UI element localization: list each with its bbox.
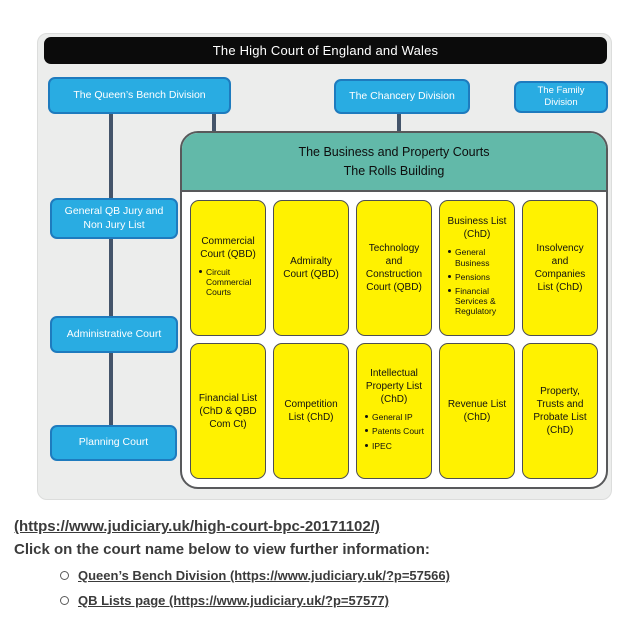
card-bullet-list: General IP Patents Court IPEC [361, 412, 427, 455]
queens-bench-division-label: The Queen’s Bench Division [73, 88, 206, 101]
bpc-title-line1: The Business and Property Courts [298, 145, 490, 160]
card-title: Financial List (ChD & QBD Com Ct) [198, 392, 258, 430]
list-item: Queen’s Bench Division (https://www.judi… [60, 568, 614, 583]
card-title: Competition List (ChD) [284, 399, 338, 423]
card-title: Revenue List (ChD) [447, 399, 507, 423]
competition-list-card: Competition List (ChD) [273, 343, 349, 479]
instruction-text: Click on the court name below to view fu… [14, 541, 430, 558]
intellectual-property-list-card: Intellectual Property List (ChD) General… [356, 343, 432, 479]
qb-lists-page-link[interactable]: QB Lists page (https://www.judiciary.uk/… [78, 593, 389, 608]
circle-bullet-icon [60, 596, 69, 605]
family-division-label: The Family Division [537, 84, 585, 108]
revenue-list-card: Revenue List (ChD) [439, 343, 515, 479]
card-bullet: Pensions [447, 272, 510, 282]
commercial-court-card: Commercial Court (QBD) Circuit Commercia… [190, 200, 266, 336]
card-title: Admiralty Court (QBD) [283, 256, 339, 280]
connector-line [212, 112, 216, 134]
business-list-card: Business List (ChD) General Business Pen… [439, 200, 515, 336]
footer: (https://www.judiciary.uk/high-court-bpc… [14, 518, 614, 618]
connector-line [109, 112, 113, 200]
queens-bench-division-box: The Queen’s Bench Division [48, 77, 231, 114]
connector-line [397, 112, 401, 134]
card-bullet: General IP [364, 412, 427, 422]
list-item: QB Lists page (https://www.judiciary.uk/… [60, 593, 614, 608]
card-bullet: IPEC [364, 441, 427, 451]
card-bullet: Financial Services & Regulatory [447, 286, 510, 317]
card-title: Technology and Construction Court (QBD) [365, 243, 423, 293]
queens-bench-division-link[interactable]: Queen’s Bench Division (https://www.judi… [78, 568, 450, 583]
planning-court-label: Planning Court [78, 436, 149, 449]
card-title: Business List (ChD) [447, 216, 507, 241]
property-trusts-probate-list-card: Property, Trusts and Probate List (ChD) [522, 343, 598, 479]
diagram-title-bar: The High Court of England and Wales [44, 37, 607, 64]
admiralty-court-card: Admiralty Court (QBD) [273, 200, 349, 336]
card-bullet: Patents Court [364, 426, 427, 436]
administrative-court-label: Administrative Court [66, 327, 162, 340]
bpc-header: The Business and Property Courts The Rol… [182, 133, 606, 192]
bpc-court-grid: Commercial Court (QBD) Circuit Commercia… [182, 192, 606, 487]
technology-construction-court-card: Technology and Construction Court (QBD) [356, 200, 432, 336]
card-title: Intellectual Property List (ChD) [365, 368, 423, 406]
card-bullet-list: Circuit Commercial Courts [195, 267, 261, 302]
card-bullet: General Business [447, 247, 510, 268]
administrative-court-box: Administrative Court [50, 316, 178, 353]
card-bullet: Circuit Commercial Courts [198, 267, 261, 298]
card-bullet-list: General Business Pensions Financial Serv… [444, 247, 510, 320]
general-qb-jury-list-label: General QB Jury and Non Jury List [64, 204, 164, 231]
connector-line [109, 237, 113, 318]
card-title: Property, Trusts and Probate List (ChD) [533, 386, 587, 436]
connector-line [109, 351, 113, 427]
insolvency-companies-list-card: Insolvency and Companies List (ChD) [522, 200, 598, 336]
family-division-box: The Family Division [514, 81, 608, 113]
financial-list-card: Financial List (ChD & QBD Com Ct) [190, 343, 266, 479]
business-and-property-courts-container: The Business and Property Courts The Rol… [180, 131, 608, 489]
chancery-division-box: The Chancery Division [334, 79, 470, 114]
planning-court-box: Planning Court [50, 425, 177, 461]
link-list: Queen’s Bench Division (https://www.judi… [14, 568, 614, 608]
card-title: Commercial Court (QBD) [200, 235, 256, 260]
source-link[interactable]: (https://www.judiciary.uk/high-court-bpc… [14, 518, 380, 535]
diagram-title: The High Court of England and Wales [212, 43, 439, 58]
general-qb-jury-list-box: General QB Jury and Non Jury List [50, 198, 178, 239]
bpc-title-line2: The Rolls Building [343, 163, 445, 178]
circle-bullet-icon [60, 571, 69, 580]
card-title: Insolvency and Companies List (ChD) [534, 243, 586, 293]
chancery-division-label: The Chancery Division [349, 89, 455, 102]
